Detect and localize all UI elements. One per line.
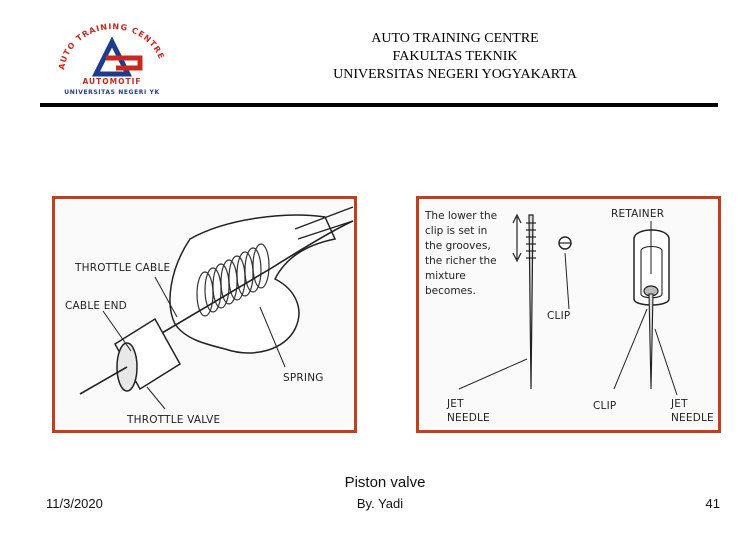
note-line-1: The lower the [424, 210, 497, 222]
note-line-5: mixture [425, 270, 466, 282]
logo-automotif: AUTOMOTIF [82, 77, 141, 86]
figure-throttle-assembly: THROTTLE CABLE CABLE END SPRING THROTTLE… [52, 196, 357, 433]
header-rule [40, 103, 718, 107]
label-jet-right: JET [670, 398, 688, 410]
label-clip-assembly: CLIP [593, 400, 616, 412]
note-line-2: clip is set in [425, 225, 487, 237]
header-line-3: UNIVERSITAS NEGERI YOGYAKARTA [333, 67, 577, 82]
logo-university: UNIVERSITAS NEGERI YK [64, 89, 159, 96]
note-line-4: the richer the [425, 255, 497, 267]
header-line-1: AUTO TRAINING CENTRE [371, 31, 539, 46]
label-spring: SPRING [283, 372, 324, 384]
header-title: AUTO TRAINING CENTRE FAKULTAS TEKNIK UNI… [300, 30, 610, 84]
note-line-3: the grooves, [425, 240, 491, 252]
label-needle-left: NEEDLE [447, 412, 490, 424]
footer-page-number: 41 [705, 496, 720, 511]
label-needle-right: NEEDLE [671, 412, 714, 424]
label-jet-left: JET [446, 398, 464, 410]
figure-jet-needle: The lower the clip is set in the grooves… [416, 196, 721, 433]
note-line-6: becomes. [425, 285, 476, 297]
footer-date: 11/3/2020 [46, 496, 103, 511]
header-line-2: FAKULTAS TEKNIK [392, 49, 518, 64]
label-clip-detail: CLIP [547, 310, 570, 322]
label-retainer: RETAINER [611, 208, 664, 220]
label-throttle-valve: THROTTLE VALVE [126, 414, 220, 426]
figure-caption: Piston valve [344, 474, 426, 491]
footer-author: By. Yadi [356, 496, 404, 511]
label-throttle-cable: THROTTLE CABLE [74, 262, 170, 274]
label-cable-end: CABLE END [65, 300, 127, 312]
atc-logo: AUTO TRAINING CENTRE AUTOMOTIF UNIVERSIT… [50, 18, 175, 100]
